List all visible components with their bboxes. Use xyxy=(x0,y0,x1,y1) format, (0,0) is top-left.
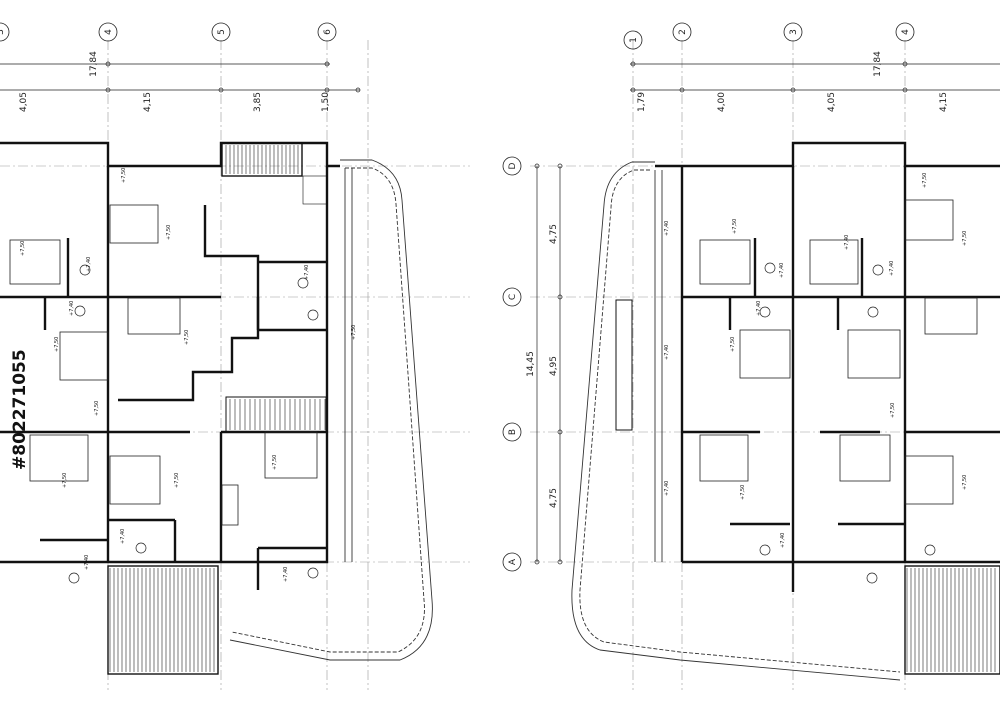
axis-label: C xyxy=(508,294,518,300)
left-dimension-labels: 17,84 4,05 4,15 3,85 1,50 xyxy=(19,51,331,112)
overall-dimension: 17,84 xyxy=(873,51,883,77)
side-dimension: 4,95 xyxy=(549,356,559,376)
level-marker: +7,50 xyxy=(174,473,180,488)
level-marker: +7,40 xyxy=(84,555,90,570)
level-marker: +7,40 xyxy=(120,529,126,544)
level-marker: +7,50 xyxy=(962,231,968,246)
stock-id-watermark: #802271055 xyxy=(10,349,30,470)
level-marker: +7,50 xyxy=(62,473,68,488)
level-marker: +7,40 xyxy=(664,345,670,360)
segment-dimension: 1,79 xyxy=(637,92,647,112)
axis-label: 3 xyxy=(0,29,6,35)
segment-dimension: 4,15 xyxy=(939,92,949,112)
level-marker: +7,50 xyxy=(962,475,968,490)
level-marker: +7,40 xyxy=(780,533,786,548)
stair-treads xyxy=(229,399,326,430)
level-marker: +7,40 xyxy=(86,257,92,272)
level-marker: +7,50 xyxy=(730,337,736,352)
axis-label: 4 xyxy=(104,29,114,35)
level-marker: +7,50 xyxy=(54,337,60,352)
segment-dimension: 4,05 xyxy=(19,92,29,112)
level-marker: +7,50 xyxy=(121,168,127,183)
side-dimension: 4,75 xyxy=(549,224,559,244)
stair-treads xyxy=(109,568,215,672)
segment-dimension: 4,05 xyxy=(827,92,837,112)
level-marker: +7,40 xyxy=(664,221,670,236)
left-level-markers: +7,50 +7,50 +7,50 +7,40 +7,40 +7,40 +7,5… xyxy=(20,168,357,582)
level-marker: +7,40 xyxy=(69,301,75,316)
level-marker: +7,40 xyxy=(283,567,289,582)
left-plan xyxy=(0,22,470,690)
stair-treads xyxy=(906,568,996,672)
right-axis-labels: 1 2 3 4 D C B A xyxy=(508,29,911,565)
level-marker: +7,40 xyxy=(889,261,895,276)
level-marker: +7,40 xyxy=(756,301,762,316)
segment-dimension: 1,50 xyxy=(321,92,331,112)
level-marker: +7,50 xyxy=(272,455,278,470)
level-marker: +7,40 xyxy=(844,235,850,250)
level-marker: +7,50 xyxy=(351,325,357,340)
level-marker: +7,50 xyxy=(922,173,928,188)
axis-label: B xyxy=(508,429,518,435)
segment-dimension: 3,85 xyxy=(253,92,263,112)
side-dimension: 4,75 xyxy=(549,488,559,508)
level-marker: +7,50 xyxy=(94,401,100,416)
segment-dimension: 4,00 xyxy=(717,92,727,112)
right-plan xyxy=(502,22,1000,690)
axis-label: 1 xyxy=(629,37,639,43)
axis-label: A xyxy=(508,558,518,565)
right-dimension-labels: 17,84 1,79 4,00 4,05 4,15 14,45 4,75 4,9… xyxy=(526,51,949,508)
axis-label: 2 xyxy=(678,29,688,35)
level-marker: +7,50 xyxy=(20,241,26,256)
axis-label: D xyxy=(508,162,518,169)
level-marker: +7,50 xyxy=(732,219,738,234)
level-marker: +7,40 xyxy=(779,263,785,278)
level-marker: +7,50 xyxy=(166,225,172,240)
axis-label: 6 xyxy=(323,29,333,35)
stair-treads xyxy=(225,145,299,174)
right-level-markers: +7,40 +7,50 +7,40 +7,40 +7,50 +7,40 +7,5… xyxy=(664,173,968,548)
overall-side-dimension: 14,45 xyxy=(526,351,536,377)
segment-dimension: 4,15 xyxy=(143,92,153,112)
level-marker: +7,50 xyxy=(740,485,746,500)
level-marker: +7,40 xyxy=(664,481,670,496)
level-marker: +7,40 xyxy=(304,265,310,280)
axis-label: 3 xyxy=(789,29,799,35)
axis-label: 4 xyxy=(901,29,911,35)
level-marker: +7,50 xyxy=(184,330,190,345)
left-axis-labels: 3 4 5 6 xyxy=(0,29,333,35)
level-marker: +7,50 xyxy=(890,403,896,418)
overall-dimension: 17,84 xyxy=(89,51,99,77)
axis-label: 5 xyxy=(217,29,227,35)
